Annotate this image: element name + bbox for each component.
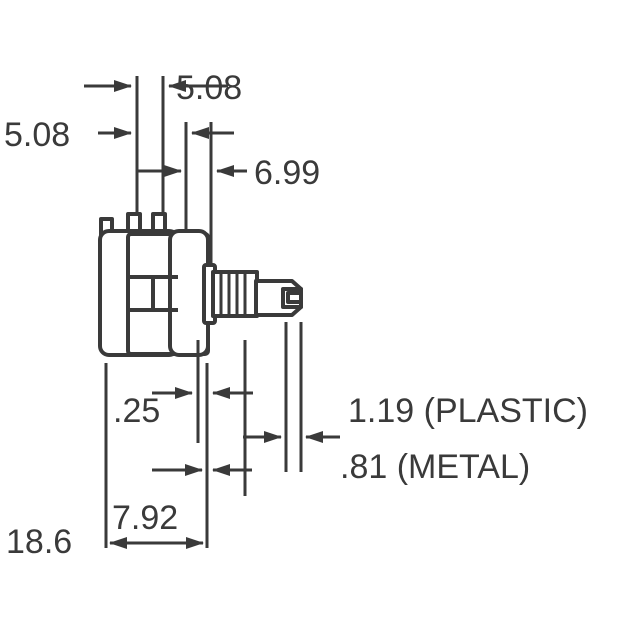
dim-label-body-depth: 7.92 [112,499,178,537]
dim-label-overall-length: 18.6 [6,523,72,561]
extension-lines-upper [135,76,213,268]
dim-label-pin-thickness: .25 [113,392,160,430]
dim-label-bushing-face: 6.99 [254,154,320,192]
dimension-arrows-lower [109,387,340,549]
extension-lines-lower [104,322,303,548]
dim-label-pin-pitch-top: 5.08 [176,69,242,107]
dimension-arrows-upper [84,80,247,177]
potentiometer-body-group [98,212,303,357]
dim-label-shaft-flat-metal: .81 (METAL) [340,448,530,486]
thread-hatching [219,274,247,314]
dim-label-pin-offset-left: 5.08 [4,116,70,154]
dim-label-shaft-flat-plastic: 1.19 (PLASTIC) [348,392,588,430]
shaft [254,279,303,317]
shaft-slot [281,287,303,309]
